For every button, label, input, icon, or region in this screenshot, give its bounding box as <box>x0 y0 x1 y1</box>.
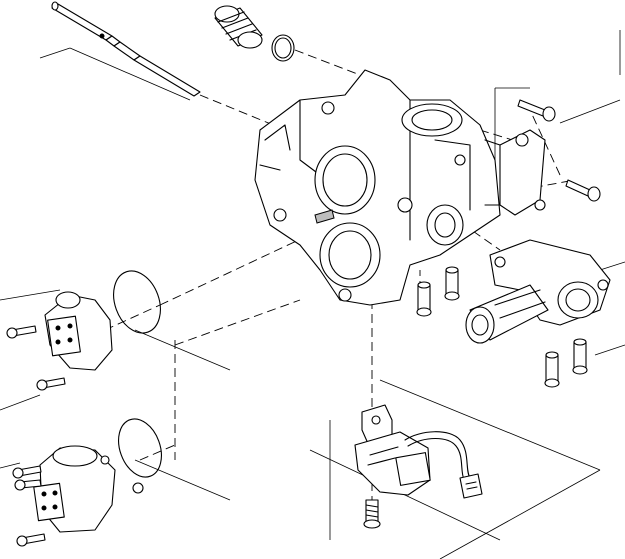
o-rings <box>113 270 162 494</box>
throttle-subassembly <box>465 239 611 344</box>
pins-middle <box>416 266 588 388</box>
screws-top-right <box>517 99 601 202</box>
reference-lines <box>0 30 625 559</box>
main-housing <box>254 69 501 306</box>
sensor-lower-left <box>12 445 116 547</box>
sensor-upper-left <box>6 291 113 391</box>
shaft-rod <box>51 1 201 97</box>
piston-seal <box>214 5 295 62</box>
switch-assembly <box>354 404 483 529</box>
right-bracket <box>484 129 546 216</box>
